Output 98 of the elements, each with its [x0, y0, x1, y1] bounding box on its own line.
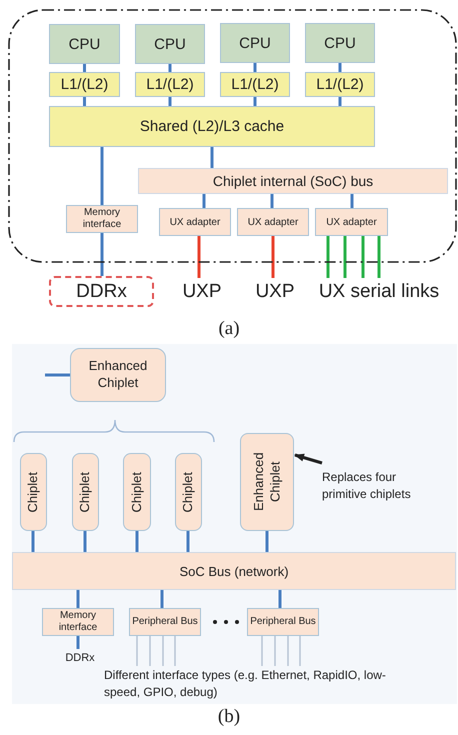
- connector-line: [168, 64, 172, 72]
- connector-line: [350, 194, 354, 208]
- connector-line: [278, 590, 282, 608]
- chiplet-label: Chiplet: [77, 472, 94, 512]
- cache-box: [49, 72, 120, 97]
- link-label: DDRx: [62, 649, 98, 666]
- adapter-label: UX adapter: [248, 216, 298, 228]
- connector-line: [32, 531, 34, 552]
- interface-label: Memory interface: [82, 206, 122, 232]
- connector-line: [254, 97, 256, 106]
- chiplet-label: Enhanced Chiplet: [250, 452, 284, 514]
- bus-bar: [12, 552, 456, 590]
- chiplet-outline: [8, 9, 457, 263]
- chiplet-label: Chiplet: [25, 472, 42, 512]
- cache-label: L1/(L2): [231, 76, 279, 93]
- connector-line: [84, 531, 86, 552]
- chiplet-label: Enhanced Chiplet: [88, 358, 148, 392]
- interface-box: [66, 205, 138, 233]
- cache-box: [220, 72, 290, 97]
- connector-line: [338, 97, 342, 106]
- connector-line: [100, 233, 104, 276]
- connector-line: [326, 236, 330, 278]
- adapter-box: [159, 208, 231, 236]
- connector-line: [202, 194, 206, 208]
- bus-label: SoC Bus (network): [179, 564, 289, 578]
- connector-line: [254, 63, 256, 72]
- connector-line: [160, 590, 164, 608]
- cpu-label: CPU: [154, 36, 186, 52]
- memory-label: DDRx: [76, 280, 127, 302]
- chiplet-box: [72, 453, 99, 531]
- adapter-label: UX adapter: [170, 216, 220, 228]
- chiplet-label: Chiplet: [180, 472, 196, 512]
- cache-box: [49, 106, 375, 147]
- chiplet-box: [175, 453, 202, 531]
- connector-line: [174, 636, 176, 666]
- cpu-box: [49, 24, 120, 64]
- connector-line: [149, 636, 151, 666]
- cpu-box: [220, 23, 290, 63]
- connector-line: [338, 63, 342, 72]
- connector-line: [83, 97, 86, 106]
- chiplet-box: [20, 453, 47, 531]
- connector-line: [378, 236, 380, 278]
- connector-line: [274, 636, 276, 666]
- interface-box: [129, 608, 201, 636]
- interface-label: Peripheral Bus: [250, 616, 316, 628]
- arrow: [294, 454, 322, 464]
- connector-line: [76, 590, 80, 608]
- chiplet-box: [70, 348, 166, 402]
- interface-box: [247, 608, 319, 636]
- bus-bar: [138, 168, 448, 194]
- connector-line: [136, 636, 138, 666]
- connector-line: [266, 531, 268, 552]
- link-label: UXP: [253, 278, 297, 306]
- connector-line: [186, 531, 190, 552]
- link-label: UX serial links: [316, 278, 442, 306]
- cache-label: Shared (L2)/L3 cache: [140, 118, 284, 135]
- cache-box: [135, 72, 205, 97]
- connector-line: [261, 636, 263, 666]
- chiplet-label: Chiplet: [128, 472, 145, 512]
- connector-line: [344, 236, 346, 278]
- connector-line: [287, 636, 289, 666]
- link-label: UXP: [180, 278, 224, 306]
- figure-caption: (a): [217, 318, 241, 340]
- adapter-label: UX adapter: [326, 216, 377, 228]
- connector-line: [198, 236, 200, 278]
- connector-line: [272, 236, 274, 278]
- chiplet-box: [240, 433, 294, 531]
- figure-caption: (b): [216, 706, 242, 728]
- interface-label: Peripheral Bus: [132, 616, 198, 628]
- cpu-label: CPU: [324, 34, 356, 52]
- cpu-label: CPU: [239, 34, 271, 52]
- adapter-box: [237, 208, 309, 236]
- cpu-box: [305, 23, 375, 63]
- connector-line: [76, 636, 80, 649]
- interface-label: Memory interface: [58, 610, 98, 634]
- connector-line: [100, 147, 104, 205]
- bus-label: Chiplet internal (SoC) bus: [212, 173, 374, 189]
- cache-label: L1/(L2): [60, 76, 108, 93]
- note-text: Different interface types (e.g. Ethernet, RapidIO, low-speed, GPIO, debug): [104, 666, 386, 702]
- adapter-box: [315, 208, 388, 236]
- chiplet-box: [123, 453, 151, 531]
- connector-line: [136, 531, 138, 552]
- connector-line: [45, 374, 70, 376]
- connector-line: [83, 64, 86, 72]
- connector-line: [168, 97, 172, 106]
- memory-box: [49, 276, 154, 307]
- connector-line: [299, 636, 301, 666]
- cache-label: L1/(L2): [146, 76, 194, 93]
- cache-label: L1/(L2): [316, 76, 364, 93]
- note-text: Replaces four primitive chiplets: [322, 454, 432, 518]
- cache-box: [305, 72, 375, 97]
- connector-line: [210, 147, 214, 168]
- connector-line: [362, 236, 364, 278]
- cpu-label: CPU: [68, 36, 100, 52]
- connector-line: [162, 636, 164, 666]
- connector-line: [270, 194, 274, 208]
- interface-box: [42, 608, 114, 636]
- cpu-box: [135, 24, 205, 64]
